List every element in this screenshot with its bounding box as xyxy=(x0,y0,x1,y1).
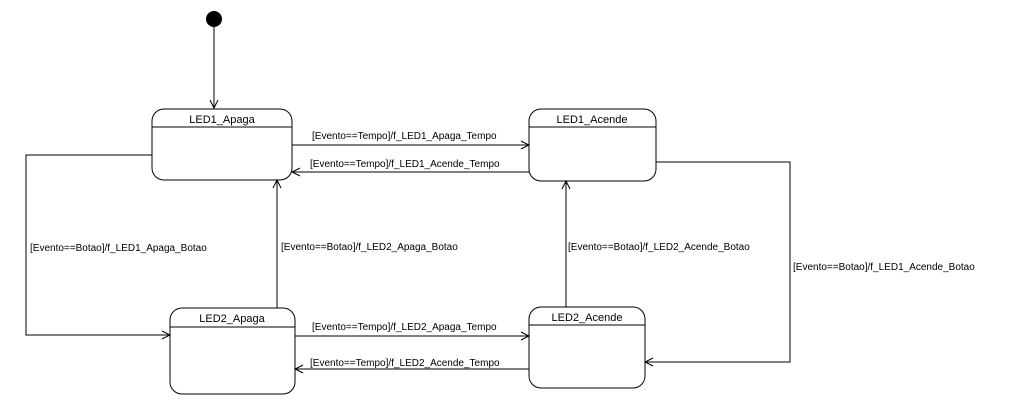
transition-label-led2-apaga-botao: [Evento==Botao]/f_LED2_Apaga_Botao xyxy=(281,242,458,253)
initial-state-node xyxy=(206,11,222,27)
state-led2-apaga[interactable]: LED2_Apaga xyxy=(169,307,296,395)
state-led1-apaga-name: LED1_Apaga xyxy=(189,114,255,126)
state-led1-apaga[interactable]: LED1_Apaga xyxy=(151,108,293,181)
state-led1-acende[interactable]: LED1_Acende xyxy=(528,108,657,182)
state-led2-apaga-name: LED2_Apaga xyxy=(199,313,265,325)
transition-label-led2-apaga-tempo: [Evento==Tempo]/f_LED2_Apaga_Tempo xyxy=(312,322,497,333)
transition-label-led2-acende-botao: [Evento==Botao]/f_LED2_Acende_Botao xyxy=(568,242,750,253)
transition-label-led1-apaga-botao: [Evento==Botao]/f_LED1_Apaga_Botao xyxy=(30,243,207,254)
state-led1-acende-name: LED1_Acende xyxy=(557,114,628,126)
transition-led1-apaga-to-led2-apaga xyxy=(25,154,170,335)
transition-label-led1-apaga-tempo: [Evento==Tempo]/f_LED1_Apaga_Tempo xyxy=(312,131,497,142)
transition-label-led1-acende-botao: [Evento==Botao]/f_LED1_Acende_Botao xyxy=(793,262,975,273)
state-led2-acende-name: LED2_Acende xyxy=(552,312,623,324)
state-led2-acende[interactable]: LED2_Acende xyxy=(528,306,646,389)
transition-label-led2-acende-tempo: [Evento==Tempo]/f_LED2_Acende_Tempo xyxy=(310,358,500,369)
transition-label-led1-acende-tempo: [Evento==Tempo]/f_LED1_Acende_Tempo xyxy=(310,159,500,170)
transition-led1-acende-to-led2-acende xyxy=(645,161,791,362)
